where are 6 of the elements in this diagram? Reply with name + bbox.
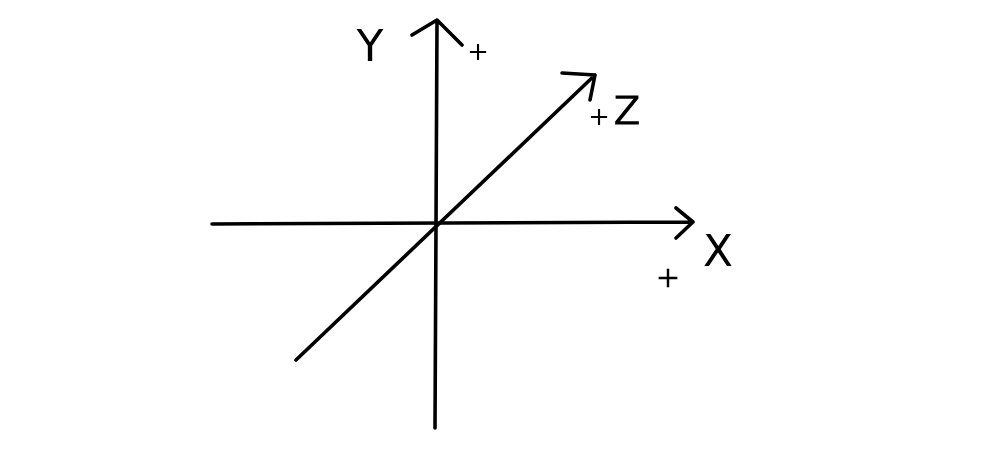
plus-sign: +	[658, 268, 678, 288]
plus-sign: +	[590, 108, 608, 126]
axis-label: Y	[356, 29, 384, 61]
plus-sign: +	[469, 43, 487, 61]
axis-label: Z	[615, 95, 639, 125]
axis-label: X	[704, 234, 732, 266]
